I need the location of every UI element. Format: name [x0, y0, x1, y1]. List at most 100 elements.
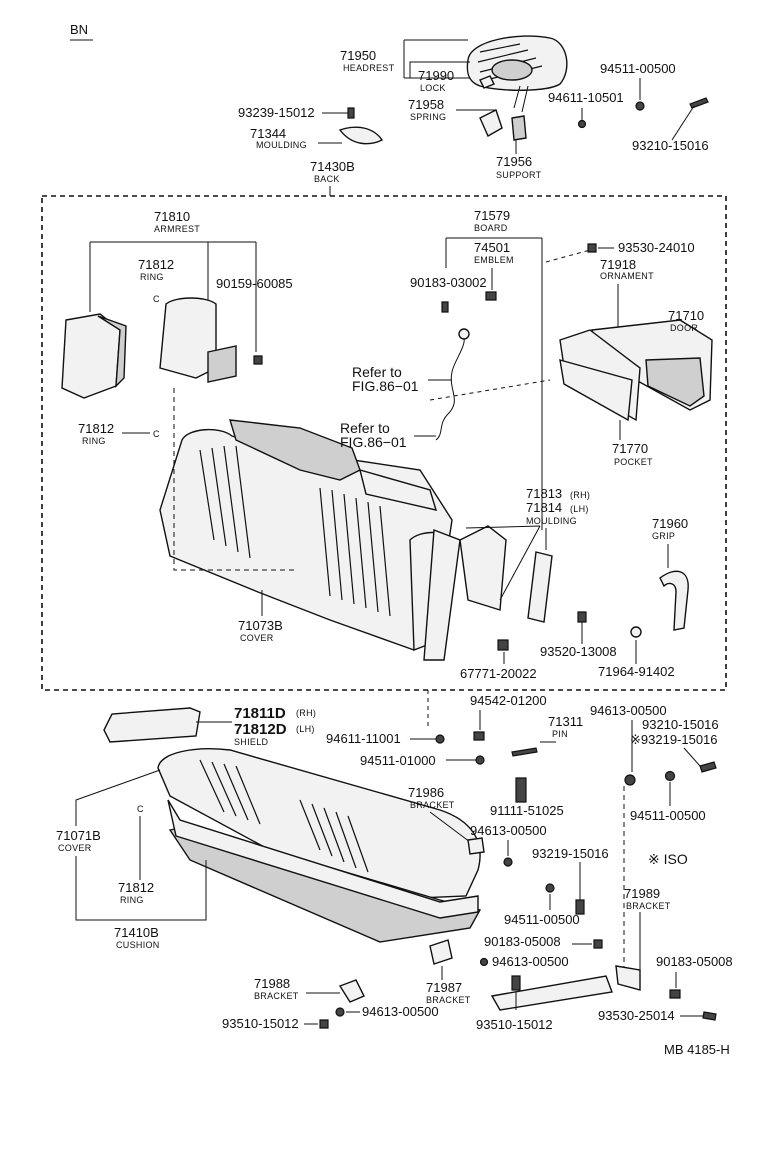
clip-94542[interactable] — [473, 731, 485, 741]
label-moulding-top: MOULDING — [256, 140, 307, 150]
bolt-93219[interactable] — [575, 899, 585, 915]
pin-71311[interactable] — [511, 747, 538, 757]
nut-94511-00500-low[interactable] — [545, 883, 555, 893]
nut-94511-01000[interactable] — [475, 755, 485, 765]
seat-back-cover-part[interactable] — [159, 419, 453, 652]
ornament-71918-part[interactable] — [591, 319, 713, 411]
board-71579-part[interactable] — [459, 525, 507, 611]
back-top-rail[interactable] — [359, 468, 438, 511]
iso-note: ※ ISO — [648, 851, 688, 867]
label-94613-00500-lower: 94613-00500 — [492, 954, 569, 969]
label-94613-00500-top: 94613-00500 — [590, 703, 667, 718]
label-71988: 71988 — [254, 976, 290, 991]
bracket-71986-part[interactable] — [467, 837, 485, 855]
seat-cushion-cover-part[interactable] — [157, 748, 481, 901]
label-71812-seat: 71812 — [118, 880, 154, 895]
label-ring-mid: RING — [82, 436, 106, 446]
nut-94613-mid[interactable] — [503, 857, 513, 867]
screw-90183-03002[interactable] — [441, 301, 449, 313]
label-93530-25014: 93530-25014 — [598, 1008, 675, 1023]
screw-93510-right[interactable] — [511, 975, 521, 991]
spring-part[interactable] — [479, 109, 503, 137]
screw-93239[interactable] — [347, 107, 355, 119]
pocket-71770-front[interactable] — [559, 359, 633, 422]
label-board: BOARD — [474, 223, 508, 233]
board-outline — [465, 525, 541, 601]
label-armrest: ARMREST — [154, 224, 200, 234]
board-bracket — [445, 237, 543, 530]
armrest-guide-line — [173, 388, 296, 571]
bolt-90183-right[interactable] — [669, 989, 681, 999]
label-bracket-71989: BRACKET — [626, 901, 671, 911]
harness-connector[interactable] — [458, 328, 470, 340]
label-90159-60085: 90159-60085 — [216, 276, 293, 291]
screw-93530-25014[interactable] — [702, 1011, 717, 1021]
label-71344: 71344 — [250, 126, 286, 141]
bracket-71989-part[interactable] — [615, 965, 641, 991]
lock-bracket-line — [409, 61, 470, 78]
bolt-93210-right[interactable] — [699, 761, 717, 773]
label-bracket-71987: BRACKET — [426, 995, 471, 1005]
armrest-right-part[interactable] — [159, 297, 237, 383]
nut-94613-top[interactable] — [624, 774, 636, 786]
support-part[interactable] — [511, 115, 527, 141]
nut-94511-top[interactable] — [635, 101, 645, 111]
screw-93510-left[interactable] — [319, 1019, 329, 1029]
bolt-91111[interactable] — [515, 777, 527, 803]
figure-id: MB 4185-H — [664, 1042, 730, 1057]
leader-71986 — [429, 811, 471, 843]
label-cover-seat: COVER — [58, 843, 92, 853]
label-71810: 71810 — [154, 209, 190, 224]
emblem-74501[interactable] — [485, 291, 497, 301]
seat-cushion-base[interactable] — [167, 799, 479, 919]
label-shield: SHIELD — [234, 737, 269, 747]
shield-71811D-part[interactable] — [103, 707, 201, 743]
moulding-71344-part[interactable] — [338, 126, 384, 145]
headrest-part[interactable] — [466, 35, 568, 91]
headrest-stay-2 — [521, 85, 529, 113]
screw-93530-24010[interactable] — [587, 243, 597, 253]
label-94511-00500-low: 94511-00500 — [504, 912, 580, 927]
nut-94613-lower[interactable] — [479, 957, 489, 967]
armrest-left-part[interactable] — [61, 313, 127, 399]
harness-wire — [435, 333, 465, 441]
label-71071B: 71071B — [56, 828, 101, 843]
label-71812D-lh: (LH) — [296, 724, 315, 734]
screw-93520-13008[interactable] — [577, 611, 587, 623]
washer-94611-11001[interactable] — [435, 734, 445, 744]
bracket-71988-part[interactable] — [338, 979, 365, 1003]
label-bracket-71986: BRACKET — [410, 800, 455, 810]
leader-93210-top — [671, 105, 695, 141]
label-71964-91402: 71964-91402 — [598, 664, 675, 679]
clip-67771-20022[interactable] — [497, 639, 509, 651]
label-94511-00500-top: 94511-00500 — [600, 61, 676, 76]
lock-part[interactable] — [479, 75, 495, 89]
refer-fig-1: FIG.86−01 — [352, 378, 419, 394]
label-94511-01000: 94511-01000 — [360, 753, 436, 768]
nut-94511-right[interactable] — [664, 770, 676, 782]
rail-bracket-part[interactable] — [490, 975, 613, 1011]
label-67771-20022: 67771-20022 — [460, 666, 537, 681]
refer-to-1: Refer to — [352, 364, 402, 380]
bolt-90183-left[interactable] — [593, 939, 603, 949]
cap-71964[interactable] — [630, 626, 642, 638]
label-71311: 71311 — [548, 714, 583, 729]
grip-71960-part[interactable] — [659, 570, 689, 631]
label-71956: 71956 — [496, 154, 532, 169]
bracket-71987-part[interactable] — [429, 939, 453, 965]
ring-c-mid: C — [153, 429, 160, 439]
screw-90159[interactable] — [253, 355, 263, 365]
label-71410B: 71410B — [114, 925, 159, 940]
label-93530-24010: 93530-24010 — [618, 240, 695, 255]
moulding-71813-part[interactable] — [527, 551, 553, 623]
cushion-bracket — [75, 856, 207, 921]
nut-94613-bottom[interactable] — [335, 1007, 345, 1017]
label-93219-15016-iso: ※93219-15016 — [630, 732, 718, 747]
label-door: DOOR — [670, 323, 698, 333]
ring-c-seat: C — [137, 804, 144, 814]
back-side-rail[interactable] — [423, 529, 461, 661]
label-71986: 71986 — [408, 785, 444, 800]
bolt-93210-top[interactable] — [689, 97, 709, 109]
washer-94611[interactable] — [577, 119, 587, 129]
